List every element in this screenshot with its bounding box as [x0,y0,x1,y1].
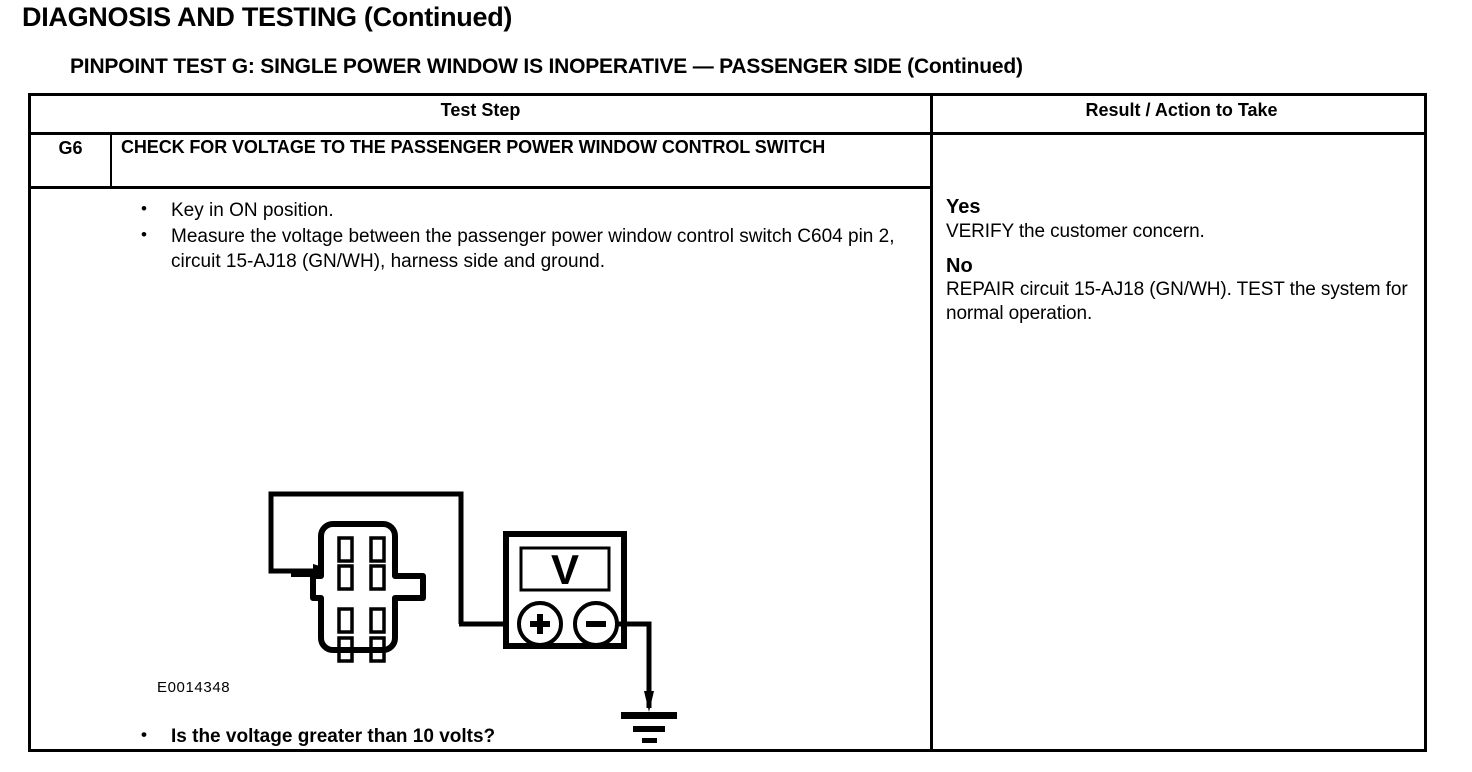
bullet-icon: • [141,225,147,245]
connector-pin-slot [337,607,354,634]
figure-id-label: E0014348 [157,679,231,696]
voltmeter-display [519,546,611,592]
connector-pin-slot [369,607,386,634]
connector-pin-slot [369,536,386,563]
connector-pin-slot [369,564,386,591]
test-hookup-diagram: V [251,476,721,766]
ground-probe-tip-icon [644,691,654,712]
positive-lead-wire [268,491,464,624]
ground-icon-bar-3 [642,738,657,743]
ground-icon-bar-2 [633,726,665,732]
section-subtitle: PINPOINT TEST G: SINGLE POWER WINDOW IS … [70,55,1023,78]
bullet-icon: • [141,725,147,744]
column-header-test-step: Test Step [440,100,521,120]
list-item: • Key in ON position. [119,199,909,223]
table-column-divider [930,96,933,749]
step-title-rule [31,186,930,189]
result-label-no: No [946,254,973,277]
column-header-result-action: Result / Action to Take [1085,100,1278,120]
result-block-yes: Yes VERIFY the customer concern. [946,196,1421,243]
diagnostic-test-table: Test Step Result / Action to Take G6 CHE… [28,93,1427,752]
question-text: Is the voltage greater than 10 volts? [171,726,496,747]
step-id-label: G6 [58,138,83,158]
result-text-no: REPAIR circuit 15-AJ18 (GN/WH). TEST the… [946,279,1408,324]
result-label-yes: Yes [946,196,981,218]
table-header-rule [31,132,1424,135]
minus-icon [586,621,606,627]
result-block-no: No REPAIR circuit 15-AJ18 (GN/WH). TEST … [946,255,1421,325]
connector-pin-slot [337,536,354,563]
test-probe-shaft [291,569,321,577]
list-item: • Measure the voltage between the passen… [119,225,909,274]
plus-icon-v [537,614,543,634]
result-text-yes: VERIFY the customer concern. [946,220,1205,242]
diagram-svg: V [268,491,677,743]
instruction-list: • Key in ON position. • Measure the volt… [119,199,909,276]
connector-pin-slot [369,636,386,663]
result-action-list: Yes VERIFY the customer concern. No REPA… [946,196,1421,337]
list-item: • Is the voltage greater than 10 volts? [119,725,909,748]
voltmeter-symbol-v: V [551,546,579,593]
step-question: • Is the voltage greater than 10 volts? [119,725,909,748]
connector-pin-slot [337,636,354,663]
step-title: CHECK FOR VOLTAGE TO THE PASSENGER POWER… [121,137,826,157]
connector-c604-outline [310,521,426,653]
connector-pin-slot-pin2 [337,564,354,591]
negative-lead-wire [617,621,652,708]
bullet-icon: • [141,199,147,218]
instruction-text: Measure the voltage between the passenge… [171,226,895,272]
ground-icon-bar-1 [621,712,677,719]
page-title: DIAGNOSIS AND TESTING (Continued) [22,2,513,32]
instruction-text: Key in ON position. [171,200,334,221]
step-id-cell-divider [110,135,112,186]
